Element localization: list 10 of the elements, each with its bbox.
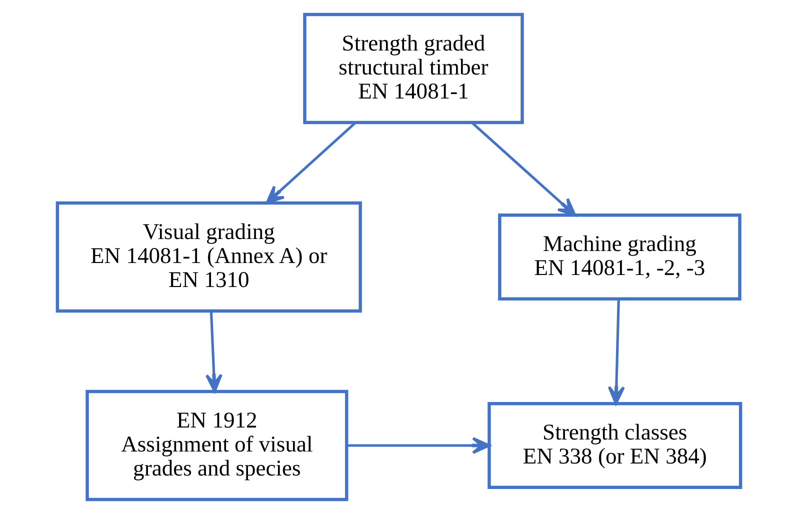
arrow bbox=[470, 122, 576, 216]
arrow bbox=[204, 311, 222, 392]
node-box: Strength graded structural timber EN 14081-1 bbox=[302, 12, 524, 124]
arrow bbox=[346, 436, 490, 454]
node-box: Visual grading EN 14081-1 (Annex A) or EN 1310 bbox=[55, 201, 362, 313]
arrow bbox=[607, 299, 624, 405]
node-box: EN 1912 Assignment of visual grades and species bbox=[85, 390, 348, 502]
arrow bbox=[265, 122, 356, 204]
node-box: Strength classes EN 338 (or EN 384) bbox=[487, 402, 742, 489]
node-box: Machine grading EN 14081-1, -2, -3 bbox=[498, 214, 741, 300]
